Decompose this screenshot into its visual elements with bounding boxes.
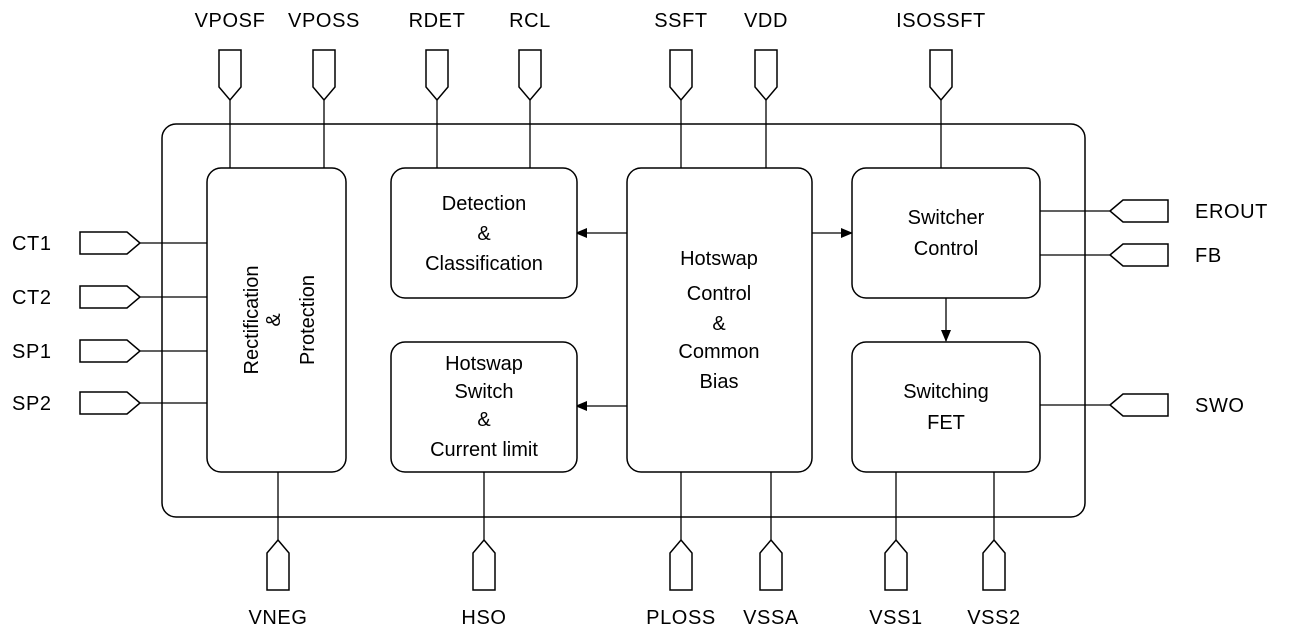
pin-vneg-label: VNEG	[248, 607, 307, 629]
pins: VPOSF VPOSS RDET RCL SSFT VDD ISOSSFT VNEG HSO PL…	[12, 10, 1268, 629]
pin-vss2-label: VSS2	[967, 607, 1021, 629]
hotswap-control-label-line1: Hotswap	[680, 248, 758, 270]
pin-swo-label: SWO	[1195, 395, 1245, 417]
pin-rdet-symbol	[425, 49, 449, 102]
pin-rcl-symbol	[518, 49, 542, 102]
pin-rdet-label: RDET	[409, 10, 466, 32]
pin-vposf-symbol	[218, 49, 242, 102]
pin-ssft-label: SSFT	[654, 10, 708, 32]
pin-ssft-symbol	[669, 49, 693, 102]
pin-ct2-symbol	[79, 285, 142, 309]
pin-erout-label: EROUT	[1195, 201, 1268, 223]
hotswap-control-label-line4: Common	[678, 341, 759, 363]
pin-fb-label: FB	[1195, 245, 1222, 267]
pin-isossft-label: ISOSSFT	[896, 10, 986, 32]
pin-vss1-symbol	[884, 538, 908, 591]
pin-vssa-label: VSSA	[743, 607, 799, 629]
detection-classification-block	[390, 167, 578, 299]
rectification-amp-label: &	[263, 313, 285, 327]
switcher-control-label-line2: Control	[914, 238, 978, 260]
pin-vssa-symbol	[759, 538, 783, 591]
pin-hso-symbol	[472, 538, 496, 591]
pin-vneg-symbol	[266, 538, 290, 591]
switching-fet-block	[851, 341, 1041, 473]
pin-isossft-symbol	[929, 49, 953, 102]
pin-sp1-label: SP1	[12, 341, 52, 363]
rectification-label-line2: &	[263, 313, 285, 327]
pin-ploss-symbol	[669, 538, 693, 591]
pin-swo-symbol	[1108, 393, 1169, 417]
switcher-control-label-line1: Switcher	[908, 207, 985, 229]
pin-hso-label: HSO	[461, 607, 506, 629]
pin-ct2-label: CT2	[12, 287, 52, 309]
hotswap-switch-label-line2: Switch	[455, 381, 514, 403]
pin-ct1-label: CT1	[12, 233, 52, 255]
switching-fet-label-line2: FET	[927, 412, 965, 434]
protection-label: Protection	[297, 275, 319, 365]
pin-rcl-label: RCL	[509, 10, 551, 32]
detection-label-line1: Detection	[442, 193, 527, 215]
hotswap-switch-label-line1: Hotswap	[445, 353, 523, 375]
hotswap-control-label-line3: &	[712, 313, 726, 335]
pin-vdd-label: VDD	[744, 10, 788, 32]
rectification-label: Rectification	[241, 266, 263, 375]
hotswap-control-label-line2: Control	[687, 283, 751, 305]
hotswap-switch-block	[390, 341, 578, 473]
hotswap-switch-label-line4: Current limit	[430, 439, 538, 461]
rectification-label-line3: Protection	[297, 275, 319, 365]
pin-fb-symbol	[1108, 243, 1169, 267]
pin-vposf-label: VPOSF	[195, 10, 266, 32]
detection-label-line3: Classification	[425, 253, 543, 275]
pin-vss1-label: VSS1	[869, 607, 923, 629]
pin-vposs-symbol	[312, 49, 336, 102]
pin-ct1-symbol	[79, 231, 142, 255]
pin-sp2-label: SP2	[12, 393, 52, 415]
detection-label-line2: &	[477, 223, 491, 245]
pin-sp2-symbol	[79, 391, 142, 415]
connection-wires	[140, 100, 1110, 540]
hotswap-switch-label-line3: &	[477, 409, 491, 431]
rectification-label-line1: Rectification	[241, 266, 263, 375]
switcher-control-block	[851, 167, 1041, 299]
hotswap-control-block	[626, 167, 813, 473]
switching-fet-label-line1: Switching	[903, 381, 989, 403]
pin-erout-symbol	[1108, 199, 1169, 223]
pin-vdd-symbol	[754, 49, 778, 102]
pin-ploss-label: PLOSS	[646, 607, 716, 629]
pin-sp1-symbol	[79, 339, 142, 363]
hotswap-control-label-line5: Bias	[700, 371, 739, 393]
pin-vss2-symbol	[982, 538, 1006, 591]
pin-vposs-label: VPOSS	[288, 10, 360, 32]
rectification-protection-block	[206, 167, 347, 473]
